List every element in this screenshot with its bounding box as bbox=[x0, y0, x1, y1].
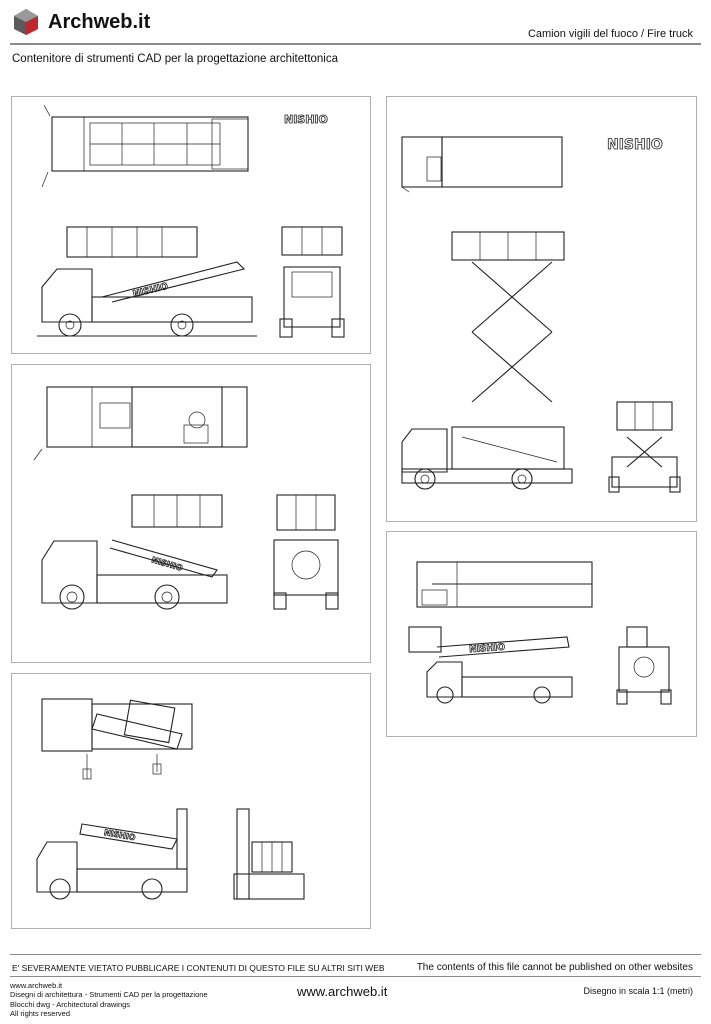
subtitle: Contenitore di strumenti CAD per la prog… bbox=[12, 53, 339, 65]
rear-view bbox=[273, 494, 339, 610]
top-view bbox=[41, 698, 193, 780]
truck-drawing-4: NISHIO bbox=[401, 136, 681, 493]
copyright-warning-it: E' SEVERAMENTE VIETATO PUBBLICARE I CONT… bbox=[12, 963, 385, 973]
footer-rule-bottom bbox=[10, 976, 701, 977]
truck-drawing-5: NISHIO bbox=[408, 561, 672, 705]
side-view: NISHIO bbox=[36, 808, 188, 900]
side-view bbox=[401, 231, 573, 490]
rear-view bbox=[279, 226, 345, 338]
rear-view bbox=[608, 401, 681, 493]
archweb-logo-icon[interactable] bbox=[12, 8, 40, 36]
brand-marking: NISHIO bbox=[284, 113, 328, 126]
side-view: NISHIO bbox=[408, 626, 573, 704]
truck-drawing-3: NISHIO bbox=[36, 698, 305, 900]
svg-text:NISHIO: NISHIO bbox=[607, 137, 663, 153]
panel-aerial-platform-2: NISHIO bbox=[11, 364, 371, 663]
document-title: Camion vigili del fuoco / Fire truck bbox=[527, 28, 693, 40]
svg-text:NISHIO: NISHIO bbox=[150, 555, 183, 573]
copyright-warning-en: The contents of this file cannot be publ… bbox=[416, 962, 693, 973]
footer-line: Blocchi dwg - Architectural drawings bbox=[10, 999, 131, 1009]
top-view bbox=[416, 561, 593, 608]
svg-text:NISHIO: NISHIO bbox=[469, 643, 506, 656]
top-view bbox=[33, 386, 248, 461]
rear-view bbox=[616, 626, 672, 705]
truck-drawing-1: NISHIO NISHIO bbox=[37, 104, 345, 338]
top-view bbox=[41, 104, 249, 188]
footer-website-link[interactable]: www.archweb.it bbox=[297, 984, 388, 999]
header-rule bbox=[10, 43, 701, 45]
panel-aerial-platform-5: NISHIO bbox=[386, 531, 697, 737]
top-view bbox=[401, 136, 563, 193]
side-view: NISHIO bbox=[41, 494, 228, 610]
side-view: NISHIO bbox=[37, 226, 257, 337]
truck-drawing-2: NISHIO bbox=[33, 386, 339, 610]
footer-credits: www.archweb.it Disegni di architettura -… bbox=[10, 981, 208, 1018]
footer-line: All rights reserved bbox=[10, 1008, 71, 1018]
brand-name[interactable]: Archweb.it bbox=[48, 11, 151, 33]
footer-rule-top bbox=[10, 954, 701, 955]
panel-scissor-lift: NISHIO bbox=[386, 96, 697, 522]
drawing-scale: Disegno in scala 1:1 (metri) bbox=[583, 986, 693, 996]
panel-aerial-platform-1: NISHIO NISHIO bbox=[11, 96, 371, 354]
panel-aerial-platform-3: NISHIO bbox=[11, 673, 371, 929]
footer-line: Disegni di architettura - Strumenti CAD … bbox=[10, 990, 208, 1000]
footer-line[interactable]: www.archweb.it bbox=[10, 981, 63, 990]
rear-view bbox=[233, 808, 305, 900]
